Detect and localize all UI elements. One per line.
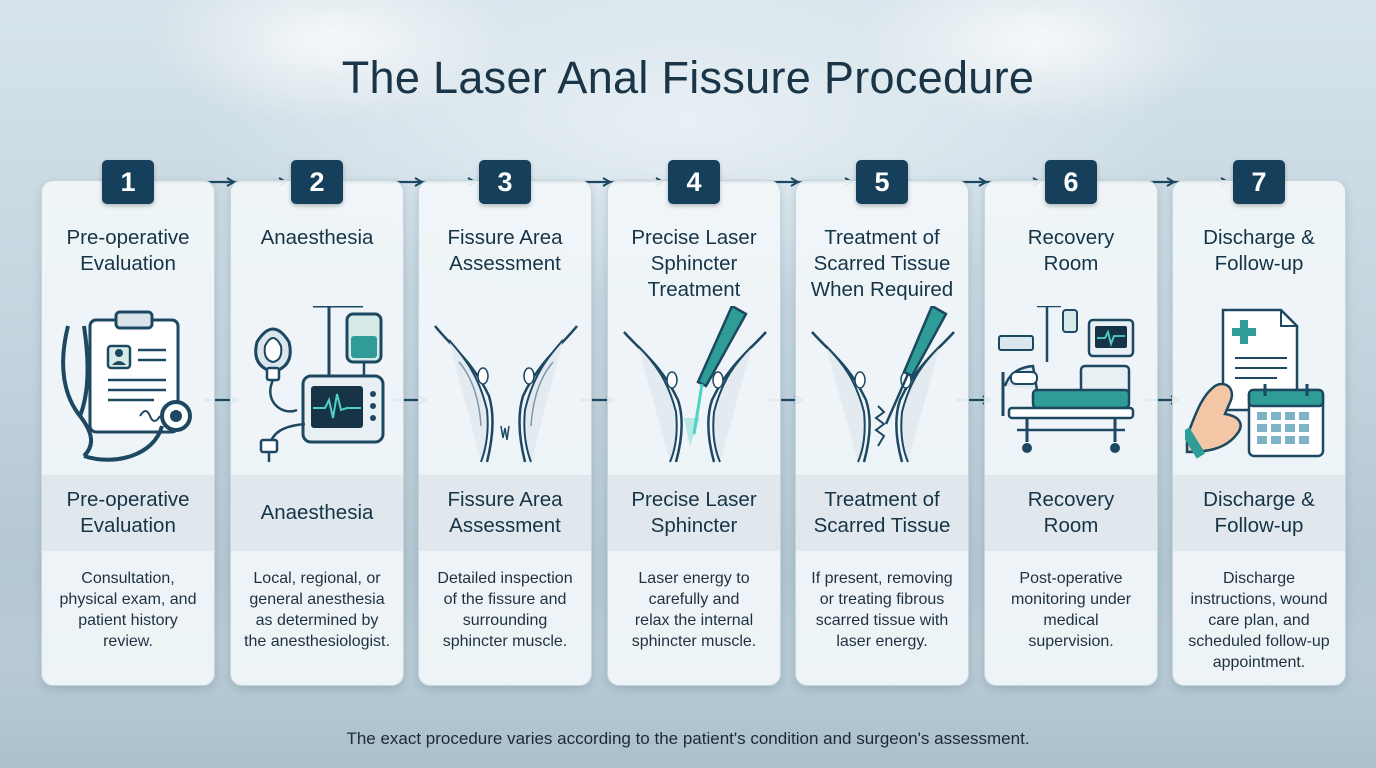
step-title: Discharge & Follow-up (1203, 226, 1315, 275)
step-title: Fissure Area Assessment (447, 226, 563, 275)
step-number-badge-7: 7 (1233, 160, 1285, 204)
step-subtitle-band: Recovery Room (985, 475, 1157, 551)
discharge-calendar-icon (1185, 308, 1325, 459)
step-number-badge-6: 6 (1045, 160, 1097, 204)
step-description: If present, removing or treating fibrous… (811, 570, 953, 650)
step-card-5: Treatment of Scarred Tissue When Require… (795, 180, 969, 686)
step-number-badge-1: 1 (102, 160, 154, 204)
step-subtitle: Pre-operative Evaluation (66, 488, 190, 537)
hospital-bed-icon (998, 306, 1135, 453)
step-card-6: Recovery Room Recovery Room Post-operati… (984, 180, 1158, 686)
step-subtitle-band: Anaesthesia (231, 475, 403, 551)
step-card-7: Discharge & Follow-up Discharge & Follow… (1172, 180, 1346, 686)
step-subtitle-band: Treatment of Scarred Tissue (796, 475, 968, 551)
clipboard-stethoscope-icon (61, 310, 192, 462)
step-number-badge-4: 4 (668, 160, 720, 204)
step-subtitle-band: Precise Laser Sphincter (608, 475, 780, 551)
step-description: Laser energy to carefully and relax the … (631, 570, 757, 650)
step-subtitle-band: Fissure Area Assessment (419, 475, 591, 551)
step-title: Anaesthesia (260, 226, 374, 249)
step-description: Local, regional, or general anesthesia a… (244, 570, 390, 650)
step-subtitle: Fissure Area Assessment (447, 488, 563, 537)
anesthesia-monitor-icon (254, 306, 385, 462)
step-subtitle: Recovery Room (1027, 488, 1115, 537)
step-number-badge-5: 5 (856, 160, 908, 204)
step-card-2: Anaesthesia Anaesthesia Local, regional,… (230, 180, 404, 686)
step-description: Consultation, physical exam, and patient… (59, 570, 197, 650)
step-description: Post-operative monitoring under medical … (1010, 570, 1132, 650)
step-description: Discharge instructions, wound care plan,… (1188, 570, 1330, 671)
step-title: Recovery Room (1027, 226, 1115, 275)
step-number-badge-3: 3 (479, 160, 531, 204)
step-card-3: Fissure Area Assessment Fissure Area Ass… (418, 180, 592, 686)
step-subtitle: Discharge & Follow-up (1203, 488, 1315, 537)
step-subtitle-band: Pre-operative Evaluation (42, 475, 214, 551)
step-card-4: Precise Laser Sphincter Treatment Precis… (607, 180, 781, 686)
laser-probe-anatomy-icon (623, 306, 767, 463)
footnote: The exact procedure varies according to … (346, 729, 1030, 748)
step-title: Pre-operative Evaluation (66, 226, 190, 275)
step-number-badge-2: 2 (291, 160, 343, 204)
anal-anatomy-icon (434, 325, 578, 463)
step-title: Treatment of Scarred Tissue When Require… (810, 226, 954, 301)
step-title: Precise Laser Sphincter Treatment (631, 226, 757, 301)
step-subtitle: Anaesthesia (260, 501, 374, 524)
step-subtitle: Precise Laser Sphincter (631, 488, 757, 537)
step-subtitle: Treatment of Scarred Tissue (813, 488, 951, 537)
laser-scar-treatment-icon (811, 306, 955, 463)
step-description: Detailed inspection of the fissure and s… (437, 570, 573, 650)
step-card-1: Pre-operative Evaluation Pre-operative E… (41, 180, 215, 686)
page-title: The Laser Anal Fissure Procedure (341, 52, 1035, 103)
step-subtitle-band: Discharge & Follow-up (1173, 475, 1345, 551)
